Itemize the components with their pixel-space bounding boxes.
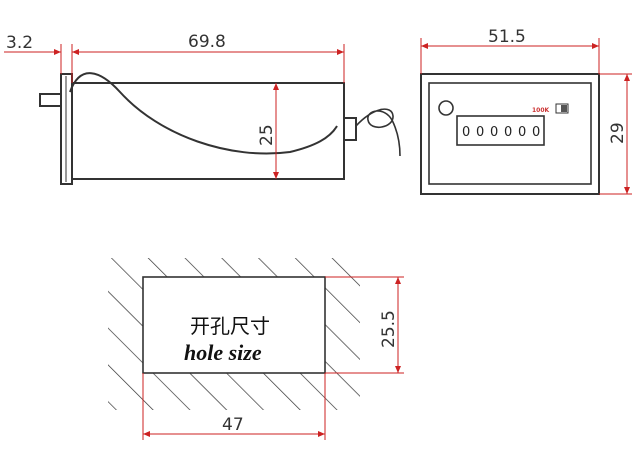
dim-hole-width: 47 [222, 415, 244, 435]
side-body [71, 82, 345, 180]
counter-digit: 0 [532, 125, 540, 140]
counter-digit: 0 [504, 125, 512, 140]
dim-front-width: 51.5 [488, 27, 526, 47]
cutout-view: 开孔尺寸 hole size 25.5 47 [108, 258, 404, 440]
switch-label: 100K [532, 107, 550, 114]
hole-outline [142, 276, 326, 374]
counter-display [456, 115, 545, 146]
side-view: 3.2 69.8 25 [4, 32, 401, 185]
counter-digits: 0 0 0 0 0 0 [462, 125, 540, 140]
dim-flange-thickness: 3.2 [6, 33, 33, 53]
side-terminal [39, 93, 63, 107]
front-view: 100K 0 0 0 0 0 0 51.5 29 [420, 27, 632, 195]
counter-digit: 0 [462, 125, 470, 140]
dim-hole-height: 25.5 [379, 310, 399, 348]
counter-digit: 0 [490, 125, 498, 140]
hole-caption-cn: 开孔尺寸 [190, 314, 270, 338]
side-wire-tail [355, 108, 401, 157]
dim-body-length: 69.8 [188, 32, 226, 52]
dim-front-height: 29 [608, 122, 628, 144]
hole-caption-en: hole size [184, 340, 262, 365]
dim-body-height: 25 [257, 124, 277, 146]
counter-digit: 0 [476, 125, 484, 140]
reset-button-icon [438, 100, 454, 116]
side-rear-stub [343, 117, 357, 141]
counter-digit: 0 [518, 125, 526, 140]
side-wire [69, 72, 338, 155]
